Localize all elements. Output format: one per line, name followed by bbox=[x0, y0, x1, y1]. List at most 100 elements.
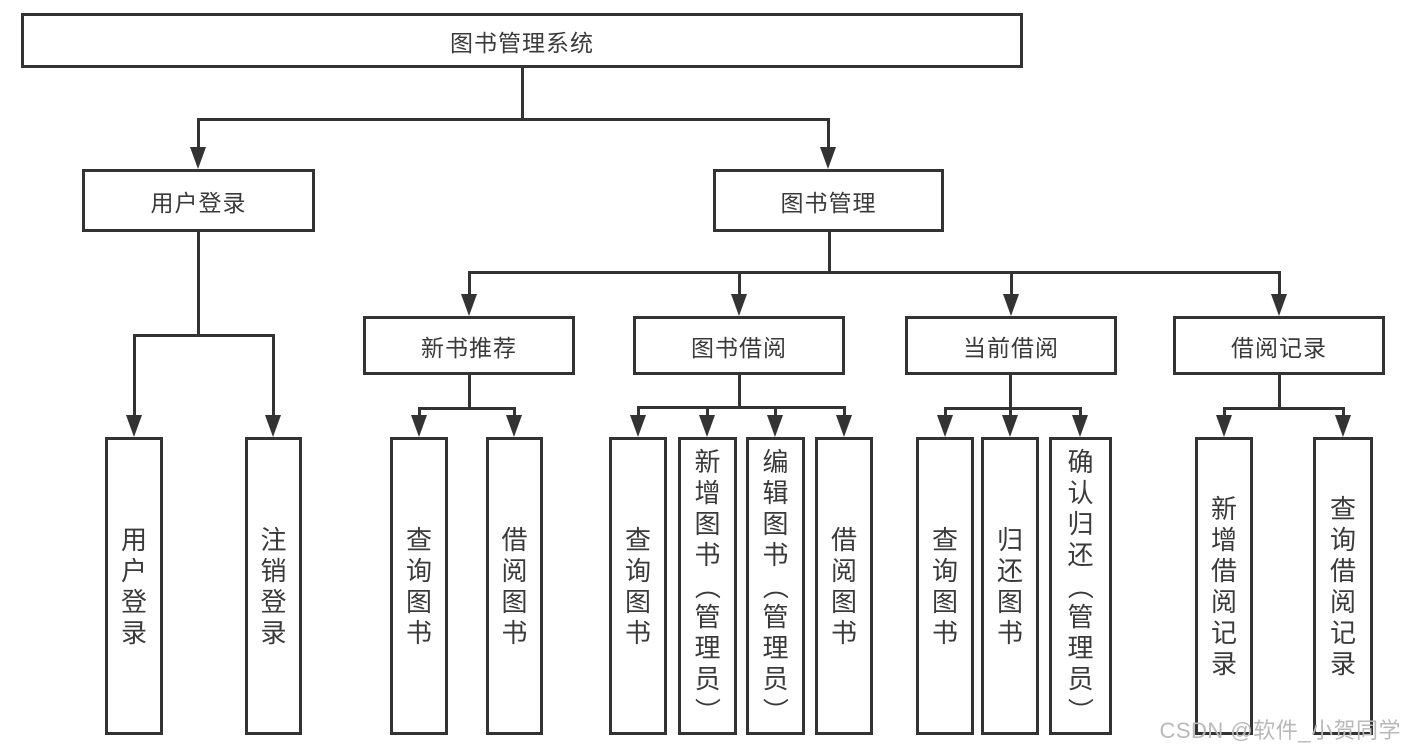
node-label-current-borrow: 当前借阅 bbox=[963, 334, 1059, 361]
vertical-char: （ bbox=[760, 572, 791, 599]
vertical-char: 询 bbox=[1329, 524, 1356, 555]
vertical-char: 书 bbox=[501, 617, 528, 648]
vertical-char: 销 bbox=[260, 555, 287, 586]
vertical-char: 书 bbox=[931, 617, 958, 648]
arrowhead-icon bbox=[767, 415, 783, 437]
vertical-char: 阅 bbox=[1210, 586, 1237, 617]
connector-drop-0-1 bbox=[826, 119, 830, 153]
node-label-book-borrow: 图书借阅 bbox=[691, 334, 787, 361]
connector-stem-0 bbox=[520, 68, 524, 119]
connector-drop-1-1 bbox=[737, 272, 741, 300]
vertical-char: 查 bbox=[405, 524, 432, 555]
connector-drop-5-0 bbox=[943, 408, 947, 421]
node-label-bb-borrow: 借阅图书 bbox=[818, 524, 870, 648]
node-label-rec-query: 查询图书 bbox=[393, 524, 445, 648]
node-bh-query: 查询借阅记录 bbox=[1313, 437, 1373, 735]
connector-drop-0-0 bbox=[196, 119, 200, 153]
connector-drop-1-3 bbox=[1277, 272, 1281, 300]
node-bb-edit: 编辑图书（管理员） bbox=[746, 437, 805, 735]
node-cb-query: 查询图书 bbox=[916, 437, 974, 735]
vertical-char: 注 bbox=[260, 524, 287, 555]
node-label-bb-edit: 编辑图书（管理员） bbox=[749, 447, 802, 726]
connector-stem-6 bbox=[1277, 375, 1281, 408]
vertical-char: 借 bbox=[830, 524, 857, 555]
node-cb-return: 归还图书 bbox=[981, 437, 1039, 735]
arrowhead-icon bbox=[1335, 415, 1351, 437]
vertical-char: 图 bbox=[624, 586, 651, 617]
arrowhead-icon bbox=[630, 415, 646, 437]
connector-drop-6-1 bbox=[1341, 408, 1345, 421]
vertical-char: 借 bbox=[501, 524, 528, 555]
node-login-out: 注销登录 bbox=[245, 437, 302, 735]
vertical-char: 登 bbox=[120, 586, 147, 617]
connector-bar-1 bbox=[467, 270, 1281, 274]
vertical-char: 增 bbox=[694, 478, 721, 508]
connector-bar-6 bbox=[1222, 406, 1345, 410]
node-system: 图书管理系统 bbox=[21, 13, 1023, 68]
vertical-char: 归 bbox=[996, 524, 1023, 555]
vertical-char: 管 bbox=[762, 602, 789, 632]
vertical-char: 增 bbox=[1210, 524, 1237, 555]
node-bb-query: 查询图书 bbox=[609, 437, 667, 735]
vertical-char: 员 bbox=[762, 664, 789, 694]
arrowhead-icon bbox=[699, 415, 715, 437]
vertical-char: 户 bbox=[120, 555, 147, 586]
connector-stem-1 bbox=[827, 232, 831, 272]
vertical-char: （ bbox=[692, 572, 723, 599]
arrowhead-icon bbox=[1003, 294, 1019, 316]
vertical-char: 书 bbox=[830, 617, 857, 648]
vertical-char: 图 bbox=[931, 586, 958, 617]
vertical-char: 借 bbox=[1210, 555, 1237, 586]
node-label-cb-query: 查询图书 bbox=[919, 524, 971, 648]
vertical-char: 员 bbox=[1067, 664, 1094, 694]
vertical-char: 认 bbox=[1067, 478, 1094, 508]
vertical-char: （ bbox=[1065, 572, 1096, 599]
connector-stem-5 bbox=[1008, 375, 1012, 408]
vertical-char: 书 bbox=[405, 617, 432, 648]
connector-drop-1-2 bbox=[1009, 272, 1013, 300]
node-label-bh-add: 新增借阅记录 bbox=[1198, 493, 1250, 679]
node-label-cb-return: 归还图书 bbox=[984, 524, 1036, 648]
node-label-bh-query: 查询借阅记录 bbox=[1316, 493, 1370, 679]
vertical-char: 录 bbox=[120, 617, 147, 648]
node-bb-add: 新增图书（管理员） bbox=[678, 437, 737, 735]
node-user-login: 用户登录 bbox=[82, 169, 315, 232]
node-label-rec-borrow: 借阅图书 bbox=[489, 524, 540, 648]
vertical-char: 借 bbox=[1329, 555, 1356, 586]
node-bh-add: 新增借阅记录 bbox=[1195, 437, 1253, 735]
arrowhead-icon bbox=[1072, 415, 1088, 437]
node-borrow-history: 借阅记录 bbox=[1173, 316, 1385, 375]
connector-drop-5-1 bbox=[1008, 408, 1012, 421]
vertical-char: 阅 bbox=[1329, 586, 1356, 617]
vertical-char: ） bbox=[692, 696, 723, 723]
connector-drop-3-0 bbox=[417, 408, 421, 421]
connector-drop-4-2 bbox=[773, 407, 777, 421]
node-book-borrow: 图书借阅 bbox=[633, 316, 845, 375]
vertical-char: 查 bbox=[624, 524, 651, 555]
node-bb-borrow: 借阅图书 bbox=[815, 437, 873, 735]
node-label-login-out: 注销登录 bbox=[248, 524, 299, 648]
vertical-char: 辑 bbox=[762, 478, 789, 508]
node-cb-confirm: 确认归还（管理员） bbox=[1049, 437, 1112, 735]
vertical-char: 图 bbox=[694, 509, 721, 539]
vertical-char: 录 bbox=[260, 617, 287, 648]
vertical-char: 询 bbox=[405, 555, 432, 586]
vertical-char: ） bbox=[760, 696, 791, 723]
node-login-do: 用户登录 bbox=[105, 437, 163, 735]
vertical-char: 录 bbox=[1210, 648, 1237, 679]
node-label-cb-confirm: 确认归还（管理员） bbox=[1052, 447, 1109, 726]
arrowhead-icon bbox=[731, 294, 747, 316]
node-label-bb-add: 新增图书（管理员） bbox=[681, 447, 734, 726]
node-new-book-rec: 新书推荐 bbox=[363, 316, 575, 375]
vertical-char: 图 bbox=[996, 586, 1023, 617]
node-label-login-do: 用户登录 bbox=[108, 524, 160, 648]
arrowhead-icon bbox=[836, 415, 852, 437]
arrowhead-icon bbox=[1216, 415, 1232, 437]
node-book-mgmt: 图书管理 bbox=[713, 169, 944, 232]
vertical-char: 归 bbox=[1067, 509, 1094, 539]
arrowhead-icon bbox=[461, 294, 477, 316]
vertical-char: 管 bbox=[694, 602, 721, 632]
vertical-char: 录 bbox=[1329, 648, 1356, 679]
vertical-char: 新 bbox=[694, 447, 721, 477]
node-label-borrow-history: 借阅记录 bbox=[1231, 334, 1327, 361]
